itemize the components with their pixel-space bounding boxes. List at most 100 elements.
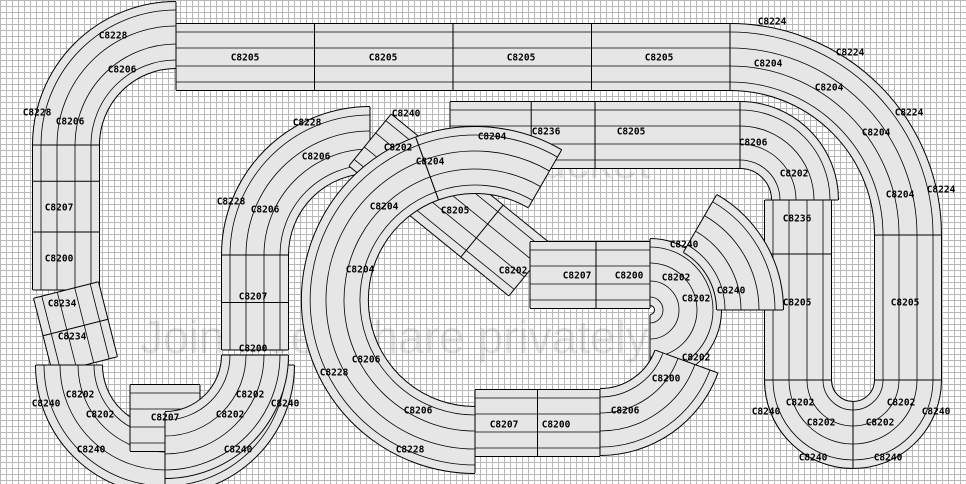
- track-label: C8204: [478, 132, 507, 143]
- track-surface: [163, 353, 288, 478]
- lane-line: [729, 81, 884, 236]
- track-label: C8234: [58, 332, 87, 343]
- track-label: C8205: [507, 53, 536, 64]
- track-label: C8205: [891, 298, 920, 309]
- track-label: C8207: [151, 413, 180, 424]
- track-joint: [415, 137, 439, 200]
- track-label: C8206: [404, 406, 433, 417]
- track-label: C8202: [236, 390, 265, 401]
- track-label: C8202: [807, 418, 836, 429]
- straight-inner-left: [221, 254, 289, 351]
- track-surface: [729, 24, 941, 236]
- track-label: C8204: [370, 202, 399, 213]
- lane-line: [164, 354, 281, 471]
- lane-line: [739, 125, 815, 201]
- track-label: C8205: [369, 53, 398, 64]
- track-label: C8207: [563, 271, 592, 282]
- curve-hairpin-mid: [647, 238, 722, 382]
- track-label: C8200: [542, 420, 571, 431]
- lane-line: [649, 296, 664, 324]
- straight-bottom-center: [474, 389, 601, 457]
- lane-line: [695, 230, 742, 311]
- track-joint: [33, 281, 99, 299]
- lane-line: [43, 364, 146, 484]
- track-joint: [655, 349, 718, 374]
- track-label: C8202: [786, 398, 815, 409]
- track-label: C8224: [895, 108, 924, 119]
- track-label: C8204: [416, 157, 445, 168]
- track-surface: [738, 102, 838, 202]
- track-label: C8205: [617, 127, 646, 138]
- track-label: C8205: [231, 53, 260, 64]
- track-label: C8202: [216, 410, 245, 421]
- track-joint: [348, 114, 392, 166]
- curve-bottom-center-top: [415, 126, 563, 209]
- lane-line: [164, 354, 247, 437]
- track-label: C8206: [739, 138, 768, 149]
- track-label: C8228: [99, 31, 128, 42]
- track-label: C8202: [866, 418, 895, 429]
- track-surface: [598, 349, 718, 456]
- lane-line: [704, 215, 760, 311]
- straight-left-side: [32, 144, 100, 291]
- track-label: C8240: [874, 453, 903, 464]
- track-label: C8224: [927, 185, 956, 196]
- track-label: C8202: [66, 390, 95, 401]
- track-surface: [301, 137, 476, 473]
- track-label: C8234: [48, 299, 77, 310]
- lane-line: [729, 47, 918, 236]
- lane-line: [245, 130, 371, 256]
- track-label: C8202: [662, 273, 691, 284]
- track-label: C8240: [392, 109, 421, 120]
- track-label: C8224: [758, 17, 787, 28]
- curve-inner-top-right: [738, 101, 839, 202]
- lane-line: [599, 358, 679, 414]
- lane-line: [418, 134, 558, 158]
- track-label: C8228: [396, 445, 425, 456]
- track-label: C8204: [754, 59, 783, 70]
- lane-line: [649, 280, 680, 340]
- track-label: C8240: [271, 399, 300, 410]
- curve-hairpin-outer: [681, 193, 784, 312]
- track-label: C8202: [499, 266, 528, 277]
- track-label: C8205: [645, 53, 674, 64]
- track-surface: [33, 2, 178, 147]
- curve-inner-bottom: [163, 353, 289, 479]
- lane-line: [56, 25, 177, 146]
- lane-line: [599, 369, 711, 448]
- curve-top-left: [32, 1, 178, 147]
- track-label: C8240: [224, 445, 253, 456]
- lane-line: [788, 379, 854, 445]
- lane-line: [343, 176, 476, 432]
- straight-top: [175, 23, 731, 91]
- track-label: C8200: [45, 254, 74, 265]
- curve-top-right: [729, 23, 942, 236]
- track-label: C8240: [717, 286, 746, 297]
- track-surface: [647, 239, 721, 381]
- track-joint: [528, 149, 562, 208]
- lane-line: [435, 184, 533, 201]
- lane-line: [599, 364, 696, 432]
- track-label: C8240: [799, 453, 828, 464]
- track-label: C8200: [652, 374, 681, 385]
- track-pieces: [32, 1, 942, 484]
- track-surface: [222, 107, 372, 257]
- track-label: C8206: [611, 406, 640, 417]
- track-label: C8204: [862, 128, 891, 139]
- lane-line: [359, 191, 476, 416]
- track-joint: [43, 318, 108, 337]
- track-label: C8228: [217, 197, 246, 208]
- lane-line: [325, 159, 476, 450]
- track-joint: [683, 194, 717, 253]
- lane-line: [687, 244, 726, 311]
- watermark-bottom-text: Join free. Share privately.: [140, 311, 658, 363]
- lane-line: [806, 379, 854, 427]
- track-surface: [36, 363, 167, 484]
- track-label: C8240: [670, 240, 699, 251]
- lane-line: [729, 31, 934, 236]
- track-label: C8202: [682, 294, 711, 305]
- lane-line: [164, 354, 231, 421]
- track-label: C8207: [239, 292, 268, 303]
